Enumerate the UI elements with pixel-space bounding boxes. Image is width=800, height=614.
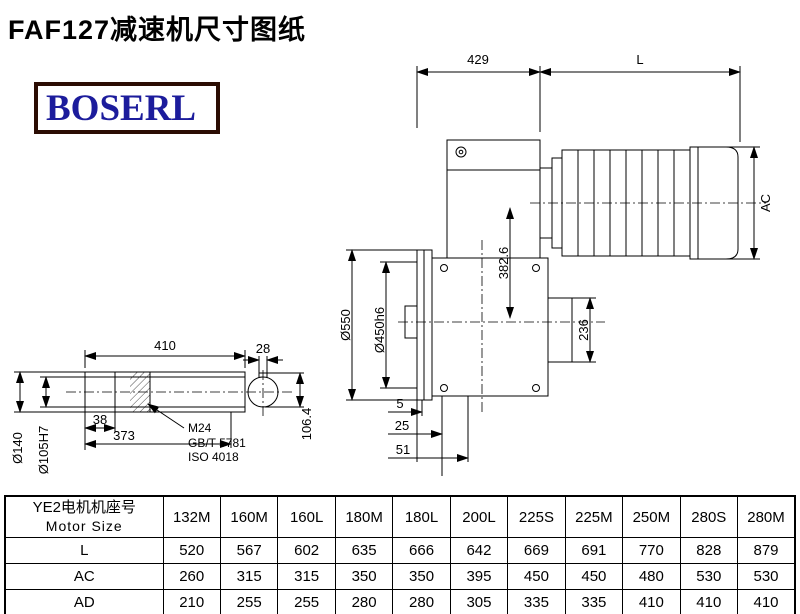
table-cell: 669 xyxy=(507,537,566,564)
dim-top-group: 429 L xyxy=(416,52,741,142)
dim-dia140-label: Ø140 xyxy=(10,432,25,464)
table-cell: 567 xyxy=(219,537,279,564)
row-label-AD: AD xyxy=(4,589,164,614)
dim-ac-group: AC xyxy=(718,146,773,260)
dim-bottom-group: 5 25 51 xyxy=(388,396,469,476)
motor-size-header: YE2电机机座号 Motor Size xyxy=(4,495,164,538)
gearbox-outline xyxy=(404,139,573,401)
col-header-250M: 250M xyxy=(622,495,681,538)
table-cell: 255 xyxy=(277,589,336,614)
table-cell: 395 xyxy=(449,563,509,590)
dim-236-label: 236 xyxy=(576,319,591,341)
page-title: FAF127减速机尺寸图纸 xyxy=(8,15,307,45)
col-header-180M: 180M xyxy=(334,495,394,538)
brand-logo-text: BOSERL xyxy=(46,87,197,129)
brand-logo: BOSERL xyxy=(34,82,220,134)
dim-410-label: 410 xyxy=(154,338,176,353)
dim-28-label: 28 xyxy=(256,341,270,356)
thread-standard-gb-label: GB/T 5781 xyxy=(188,436,246,450)
motor-size-header-cn: YE2电机机座号 xyxy=(32,498,136,516)
table-cell: 315 xyxy=(219,563,279,590)
dim-dia105-label: Ø105H7 xyxy=(36,426,51,474)
table-cell: 305 xyxy=(449,589,509,614)
col-header-280S: 280S xyxy=(679,495,739,538)
centerlines xyxy=(398,202,766,412)
dim-5-label: 5 xyxy=(396,396,403,411)
table-cell: 770 xyxy=(622,537,681,564)
table-cell: 480 xyxy=(622,563,681,590)
table-cell: 450 xyxy=(564,563,624,590)
col-header-160L: 160L xyxy=(277,495,336,538)
table-cell: 335 xyxy=(507,589,566,614)
thread-spec-label: M24 xyxy=(188,421,212,435)
dim-38-label: 38 xyxy=(93,412,107,427)
table-cell: 828 xyxy=(679,537,739,564)
col-header-225M: 225M xyxy=(564,495,624,538)
dim-429-label: 429 xyxy=(467,52,489,67)
dim-ac-label: AC xyxy=(758,194,773,212)
dim-flange-group: Ø550 Ø450h6 xyxy=(338,249,417,401)
col-header-280M: 280M xyxy=(737,495,796,538)
table-cell: 315 xyxy=(277,563,336,590)
table-cell: 410 xyxy=(737,589,796,614)
table-cell: 530 xyxy=(679,563,739,590)
row-label-L: L xyxy=(4,537,164,564)
table-cell: 260 xyxy=(162,563,221,590)
table-cell: 691 xyxy=(564,537,624,564)
col-header-200L: 200L xyxy=(449,495,509,538)
table-cell: 210 xyxy=(162,589,221,614)
motor-size-header-en: Motor Size xyxy=(45,517,123,534)
size-table: YE2电机机座号 Motor Size 132M 160M 160L 180M … xyxy=(4,495,796,614)
table-header-row: YE2电机机座号 Motor Size 132M 160M 160L 180M … xyxy=(4,495,796,538)
table-cell: 350 xyxy=(334,563,394,590)
row-label-AC: AC xyxy=(4,563,164,590)
table-cell: 635 xyxy=(334,537,394,564)
thread-standard-iso-label: ISO 4018 xyxy=(188,450,239,464)
table-cell: 666 xyxy=(392,537,451,564)
table-cell: 280 xyxy=(392,589,451,614)
table-cell: 335 xyxy=(564,589,624,614)
shaft-detail-group: 410 28 106.4 38 373 M24 GB/T 578 xyxy=(10,338,314,474)
table-cell: 350 xyxy=(392,563,451,590)
dim-382-group: 382.6 xyxy=(496,207,514,319)
table-cell: 879 xyxy=(737,537,796,564)
dim-25-label: 25 xyxy=(395,418,409,433)
dim-dia550-label: Ø550 xyxy=(338,309,353,341)
table-cell: 410 xyxy=(679,589,739,614)
table-row-AC: AC 260 315 315 350 350 395 450 450 480 5… xyxy=(4,563,796,590)
col-header-180L: 180L xyxy=(392,495,451,538)
table-cell: 520 xyxy=(162,537,221,564)
table-cell: 450 xyxy=(507,563,566,590)
dim-51-label: 51 xyxy=(396,442,410,457)
dim-236-group: 236 xyxy=(572,297,596,363)
col-header-132M: 132M xyxy=(162,495,221,538)
col-header-225S: 225S xyxy=(507,495,566,538)
dimension-drawing: 429 L AC Ø550 Ø450h6 382.6 xyxy=(10,52,773,476)
dim-106-label: 106.4 xyxy=(299,408,314,441)
dim-382-label: 382.6 xyxy=(496,247,511,280)
table-row-AD: AD 210 255 255 280 280 305 335 335 410 4… xyxy=(4,589,796,614)
table-cell: 642 xyxy=(449,537,509,564)
table-cell: 255 xyxy=(219,589,279,614)
col-header-160M: 160M xyxy=(219,495,279,538)
table-cell: 530 xyxy=(737,563,796,590)
dim-l-label: L xyxy=(636,52,643,67)
table-cell: 410 xyxy=(622,589,681,614)
table-row-L: L 520 567 602 635 666 642 669 691 770 82… xyxy=(4,537,796,564)
table-cell: 280 xyxy=(334,589,394,614)
dim-373-label: 373 xyxy=(113,428,135,443)
dim-dia450h6-label: Ø450h6 xyxy=(372,307,387,353)
table-cell: 602 xyxy=(277,537,336,564)
